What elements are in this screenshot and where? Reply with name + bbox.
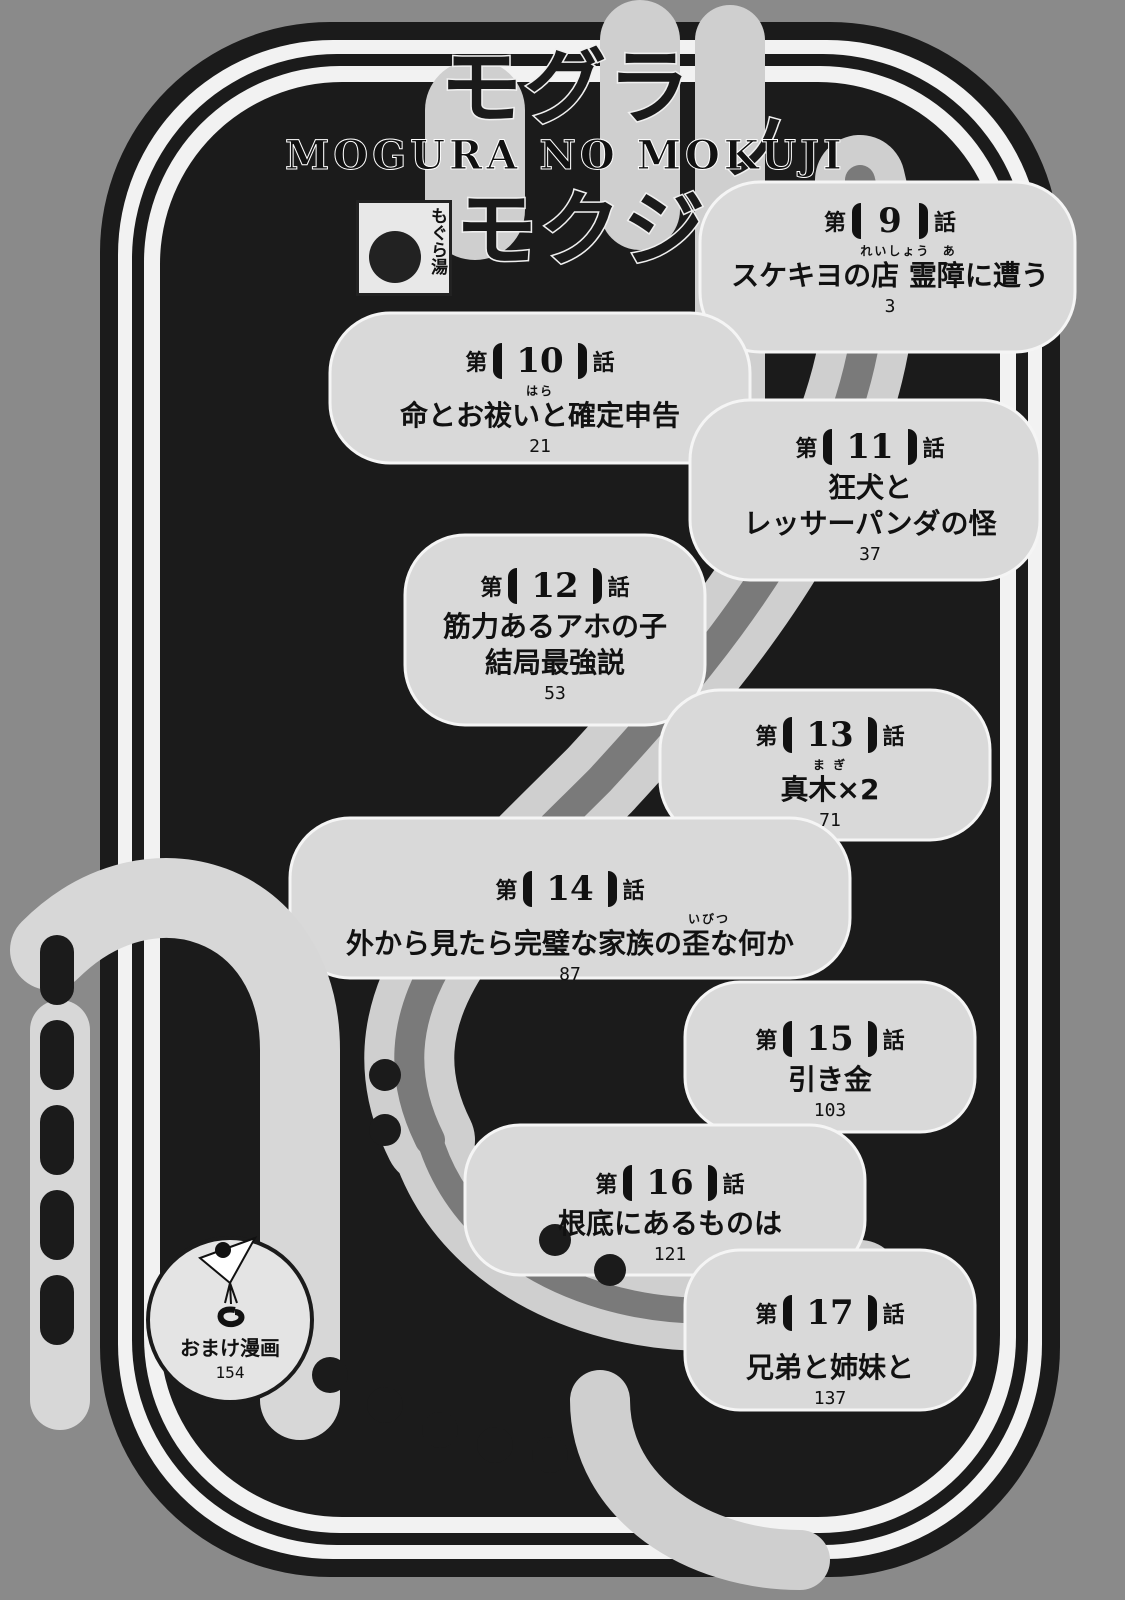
chapter-page: 37 (859, 544, 881, 565)
stamp-text: もぐら湯 (427, 207, 447, 275)
chapter-page: 53 (544, 683, 566, 704)
chapter-title-line2: 結局最強説 (484, 646, 625, 679)
chapter-page: 103 (813, 1100, 847, 1121)
chapter-title: 根底にあるものは (557, 1207, 782, 1240)
title-line2: モクジ (453, 183, 708, 278)
chapter-number: 12 (531, 566, 579, 606)
chapter-title: 命とお祓いと確定申告 (399, 399, 680, 432)
chapter-ruby: いびつ (687, 912, 730, 926)
bonus-label: おまけ漫画 (180, 1336, 280, 1360)
chapter-number: 17 (806, 1293, 854, 1333)
chapter-title: 狂犬と (827, 471, 912, 504)
chapter-title: 外から見たら完璧な家族の歪な何か (345, 927, 794, 960)
chapter-number: 9 (878, 201, 902, 241)
bonus-page: 154 (215, 1363, 245, 1382)
chapter-page: 21 (529, 436, 551, 457)
chapter-page: 121 (653, 1244, 687, 1265)
title-english: MOGURA NO MOKUJI (285, 132, 846, 180)
chapter-number: 15 (806, 1019, 854, 1059)
chapter-number: 10 (516, 341, 564, 381)
fan-mole-icon (195, 1228, 265, 1328)
chapter-page: 71 (819, 810, 841, 831)
title-line1: モグラ (438, 41, 693, 136)
mogura-yu-stamp: もぐら湯 (356, 200, 452, 296)
chapter-number: 11 (846, 427, 894, 467)
chapter-ruby: はら (525, 384, 554, 398)
chapter-title: 引き金 (787, 1063, 872, 1096)
chapter-title: 兄弟と姉妹と (745, 1351, 914, 1384)
chapter-title-line2: レッサーパンダの怪 (743, 507, 997, 540)
bonus-manga[interactable]: おまけ漫画 154 (160, 1228, 300, 1382)
chapter-title: 筋力あるアホの子 (442, 610, 667, 643)
chapter-page: 87 (559, 964, 581, 985)
chapter-page: 137 (813, 1388, 847, 1409)
title-separator: ノ (718, 106, 795, 190)
chapter-ruby: ま ぎ (812, 758, 848, 772)
chapter-title: スケキヨの店 霊障に遭う (731, 259, 1049, 292)
chapter-ruby: れいしょう あ (823, 244, 957, 258)
chapter-number: 13 (806, 715, 854, 755)
chapter-page: 3 (884, 296, 896, 317)
chapter-number: 14 (546, 869, 594, 909)
chapter-number: 16 (646, 1163, 694, 1203)
chapter-title: 真木×2 (780, 773, 880, 806)
mole-face-icon (369, 231, 421, 283)
